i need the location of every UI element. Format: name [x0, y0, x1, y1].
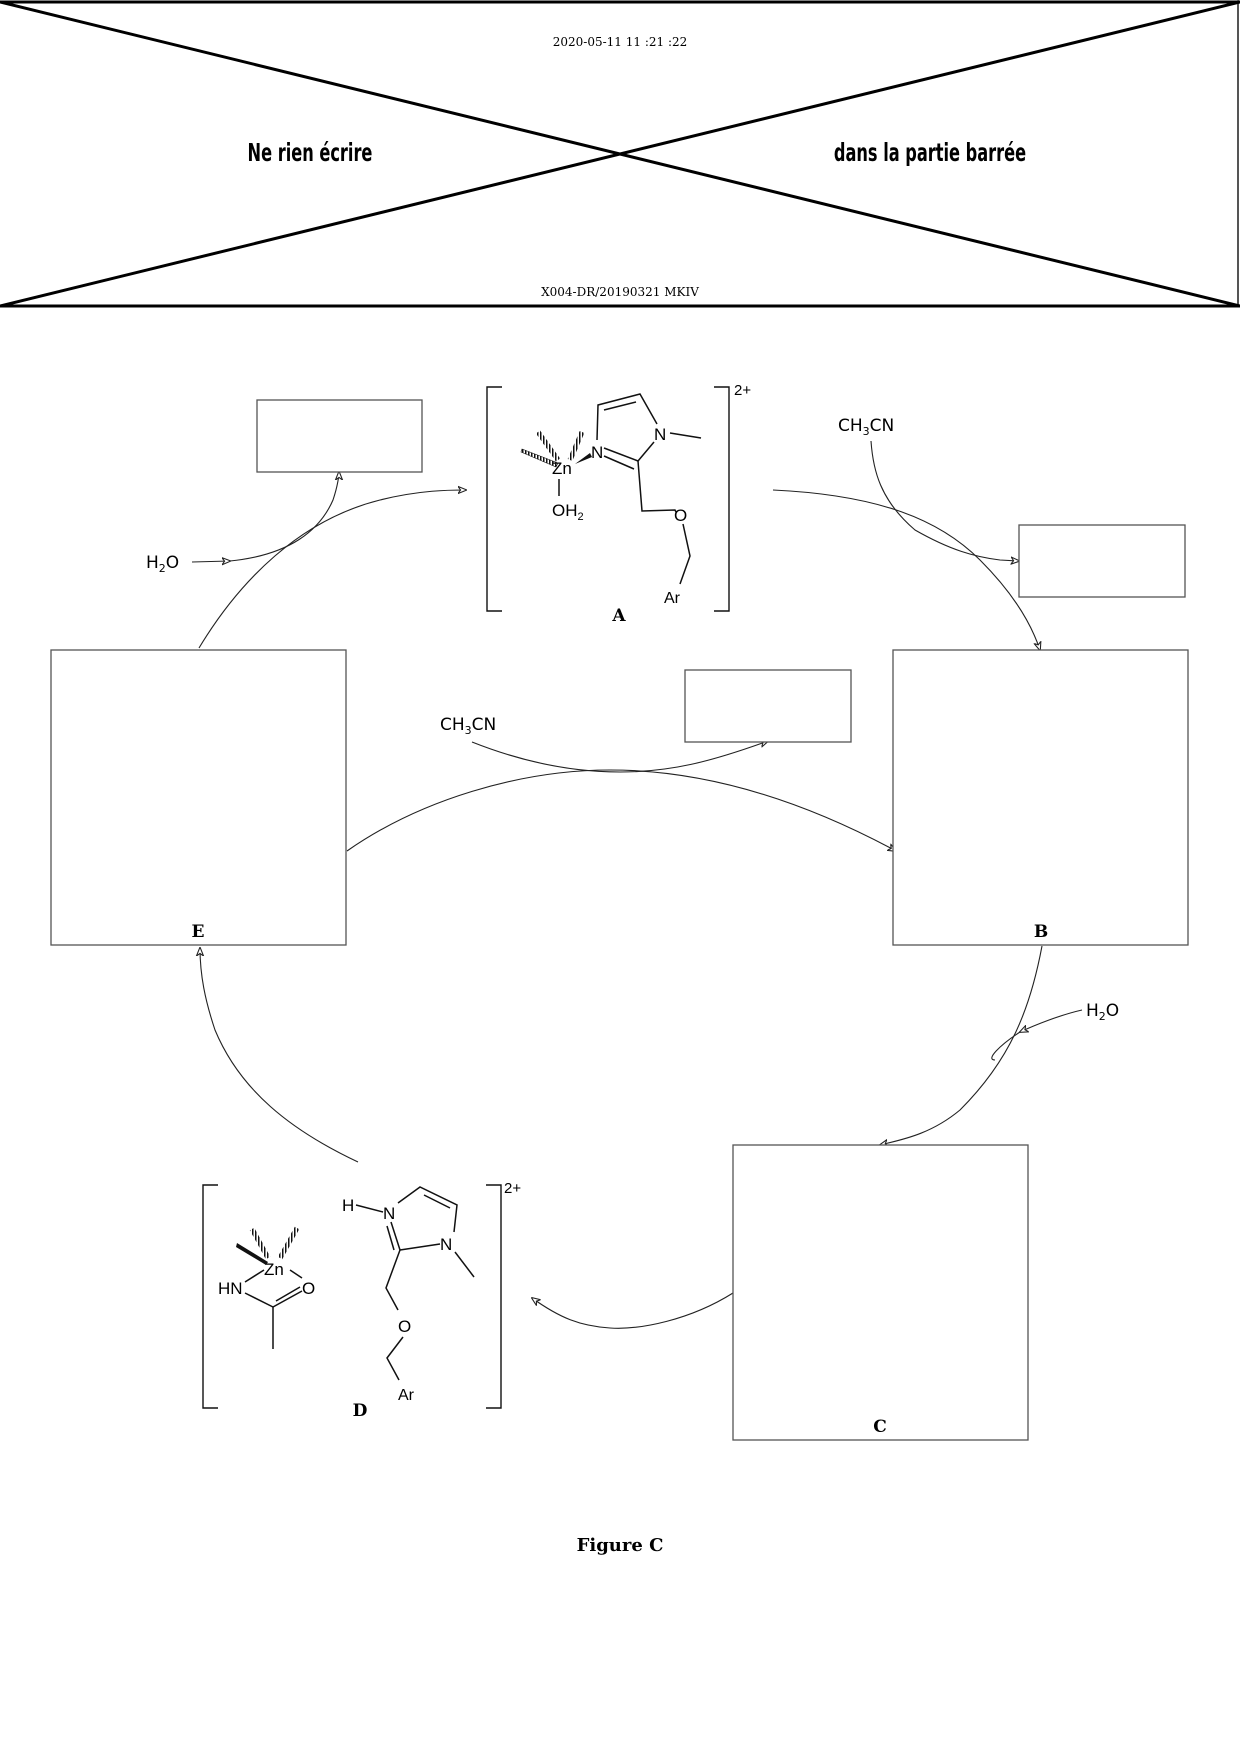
reagent-ch3cn-middle: CH3CN: [440, 715, 496, 737]
atom-o-d: O: [398, 1317, 411, 1336]
answer-box-e[interactable]: [50, 649, 347, 946]
reagent-h2o-left: H2O: [146, 553, 179, 575]
bracket-left-a: [486, 386, 502, 612]
left-notice: Ne rien écrire: [248, 139, 373, 168]
answer-box-released-ligand-3[interactable]: [684, 669, 852, 743]
atom-oh2-a: OH2: [552, 501, 584, 523]
atom-o-a: O: [674, 506, 687, 525]
atom-zn-d: Zn: [264, 1260, 284, 1279]
atom-o-amide-d: O: [302, 1279, 315, 1298]
no-write-zone: 2020-05-11 11 :21 :22 Ne rien écrire dan…: [0, 0, 1240, 308]
atom-n1-d: N: [383, 1204, 395, 1223]
charge-a: 2+: [734, 382, 751, 399]
intermediate-c: C: [732, 1144, 1029, 1441]
answer-box-released-ligand-1[interactable]: [256, 399, 423, 473]
atom-h-d: H: [342, 1196, 354, 1215]
label-c: C: [873, 1417, 887, 1437]
atom-n1-a: N: [591, 443, 603, 462]
reagent-h2o-right: H2O: [1086, 1001, 1119, 1023]
arrow-a-to-b: [772, 489, 1040, 650]
label-b: B: [1034, 922, 1048, 942]
atom-ar-a: Ar: [664, 590, 681, 607]
bracket-left-d: [202, 1184, 218, 1409]
arrow-e-to-b: [346, 769, 896, 851]
hashed-bond-1: [535, 430, 561, 462]
intermediate-b: B: [892, 649, 1189, 946]
bracket-right-a: [714, 386, 730, 612]
arrow-b-to-c: [880, 945, 1043, 1145]
answer-box-b[interactable]: [892, 649, 1189, 946]
wedge-bond-1: [520, 448, 559, 468]
reagent-ch3cn-top: CH3CN: [838, 416, 894, 438]
bracket-right-d: [486, 1184, 502, 1409]
complex-d: 2+ Zn HN O H N N O Ar D: [202, 1180, 521, 1421]
label-a: A: [611, 606, 626, 626]
arrow-ch3cn-in-middle: [471, 741, 768, 773]
arrow-c-to-d: [532, 1292, 734, 1329]
atom-n3-a: N: [654, 425, 666, 444]
document-code: X004-DR/20190321 MKIV: [541, 285, 699, 299]
arrow-h2o-in: [191, 561, 230, 562]
svg-text:CH3CN: CH3CN: [838, 416, 894, 438]
hashed-bond-d-1: [249, 1227, 271, 1260]
timestamp: 2020-05-11 11 :21 :22: [553, 35, 688, 49]
arrow-d-to-e: [200, 948, 359, 1163]
intermediate-e: E: [50, 649, 347, 946]
atom-ar-d: Ar: [398, 1387, 415, 1404]
arrow-e-to-a: [198, 490, 466, 649]
answer-box-released-ligand-2[interactable]: [1018, 524, 1186, 598]
arrow-to-release-box-1: [229, 472, 339, 562]
arrow-h2o-in-right: [1020, 1009, 1083, 1032]
label-d: D: [353, 1401, 368, 1421]
atom-n3-d: N: [440, 1235, 452, 1254]
wedge-bond-n: [575, 453, 592, 464]
svg-text:CH3CN: CH3CN: [440, 715, 496, 737]
svg-text:H2O: H2O: [146, 553, 179, 575]
hashed-bond-d-2: [277, 1226, 300, 1260]
right-notice: dans la partie barrée: [834, 139, 1026, 168]
complex-a: 2+ Zn OH2 N N O Ar A: [486, 382, 751, 626]
figure-caption: Figure C: [577, 1535, 664, 1556]
hashed-bond-2: [567, 431, 585, 461]
svg-text:H2O: H2O: [1086, 1001, 1119, 1023]
wedge-bond-d: [236, 1243, 268, 1265]
arrow-ch3cn-in-top: [870, 440, 1019, 561]
cross-line-2: [0, 0, 1240, 308]
catalytic-cycle-arrows: [191, 440, 1083, 1329]
label-e: E: [192, 922, 205, 942]
atom-hn-d: HN: [218, 1279, 243, 1298]
answer-box-c[interactable]: [732, 1144, 1029, 1441]
charge-d: 2+: [504, 1180, 521, 1197]
